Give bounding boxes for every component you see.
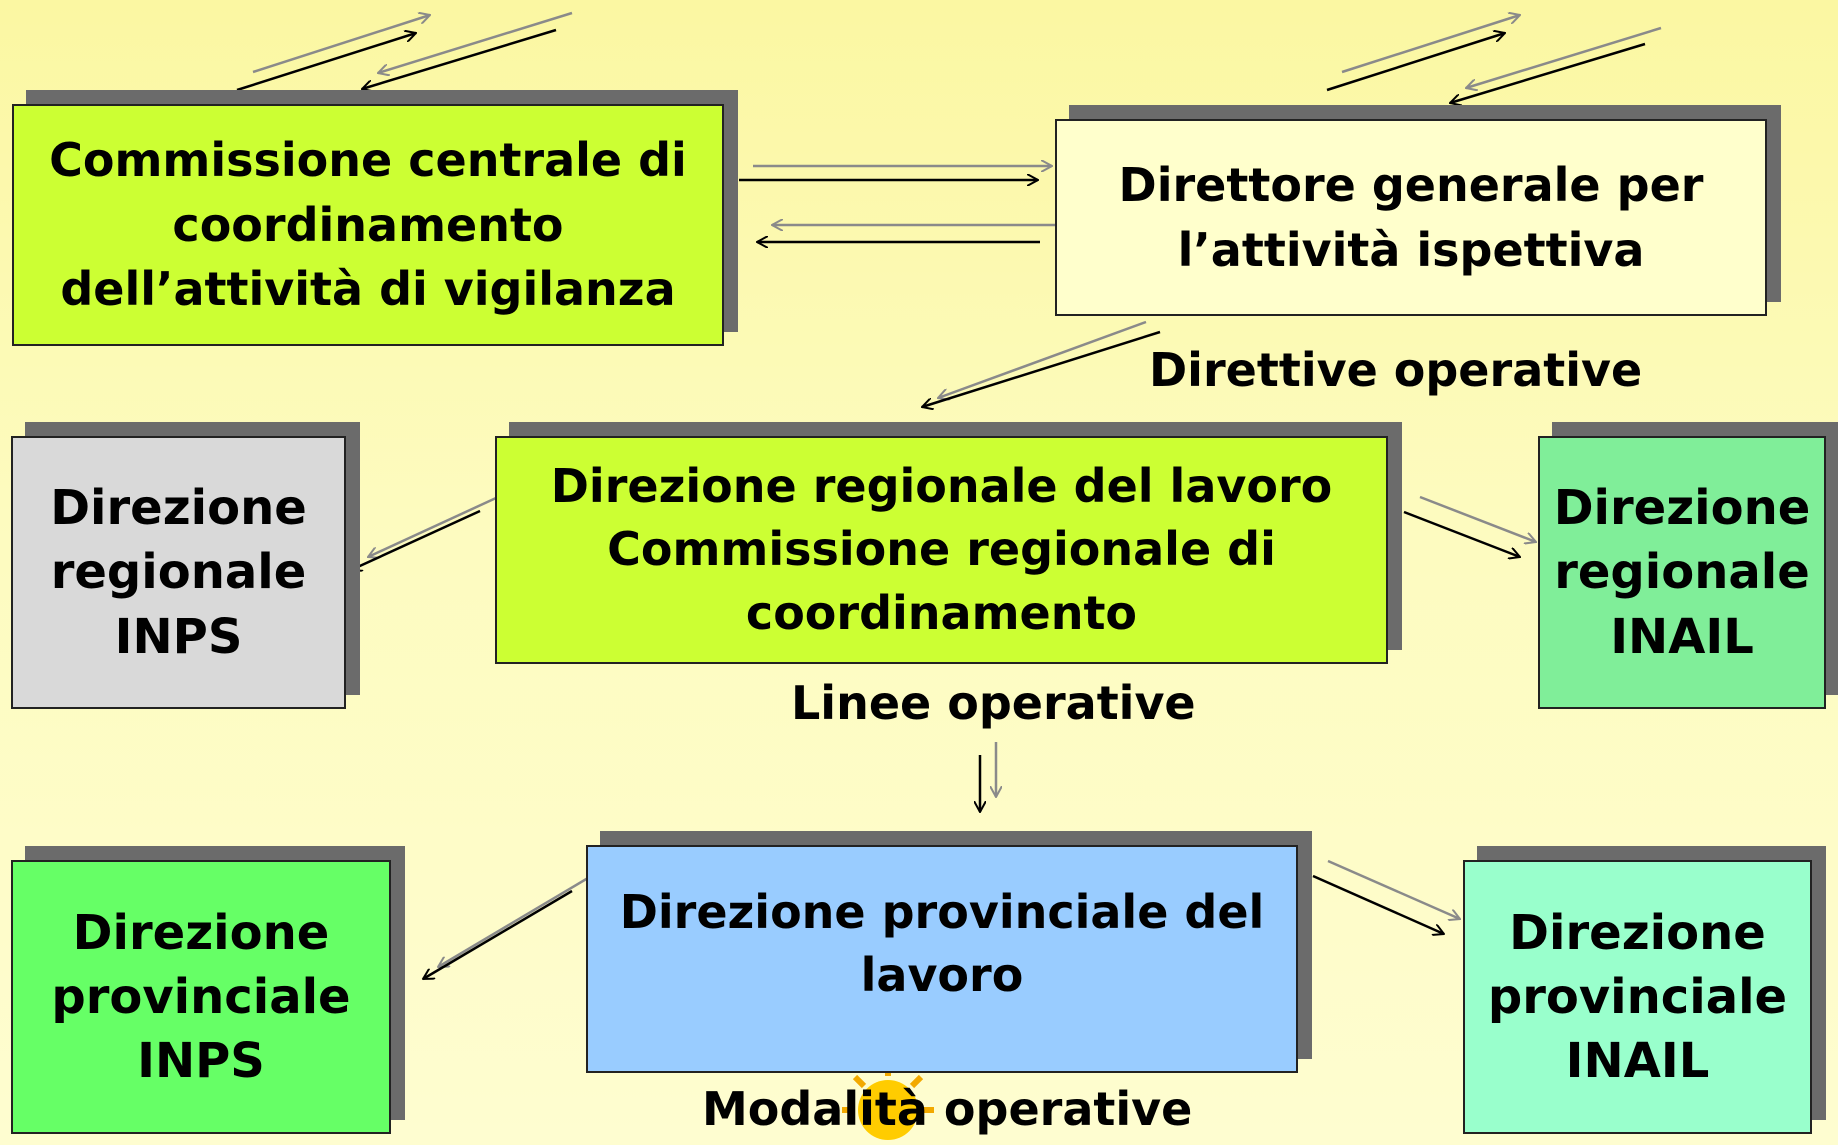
provincial-labour-text: Direzione provinciale del lavoro	[619, 884, 1265, 1002]
regional-labour-box: Direzione regionale del lavoro Commissio…	[495, 436, 1388, 664]
inps-provincial-text: Direzione provinciale INPS	[51, 904, 351, 1090]
director-general-box: Direttore generale per l’attività ispett…	[1055, 119, 1767, 316]
director-general-text: Direttore generale per l’attività ispett…	[1118, 158, 1704, 277]
director-regional-arrows	[922, 320, 1161, 407]
top-right-arrows	[1326, 15, 1662, 103]
regional-inail-arrows	[1403, 495, 1536, 557]
provincial-labour-box: Direzione provinciale del lavoro	[586, 845, 1298, 1073]
central-commission-text: Commissione centrale di coordinamento de…	[49, 133, 687, 317]
central-commission-box: Commissione centrale di coordinamento de…	[12, 104, 724, 346]
inps-provincial-box: Direzione provinciale INPS	[11, 860, 391, 1134]
regional-inps-arrows	[351, 496, 497, 570]
provincial-inps-arrows	[423, 876, 589, 981]
provincial-inail-arrows	[1312, 859, 1460, 934]
inps-regional-text: Direzione regionale INPS	[50, 480, 307, 665]
modalita-operative-label: Modalità operative	[702, 1082, 1193, 1136]
regional-labour-text: Direzione regionale del lavoro Commissio…	[550, 458, 1333, 640]
inail-provincial-text: Direzione provinciale INAIL	[1487, 904, 1788, 1090]
linee-operative-label: Linee operative	[791, 676, 1196, 730]
inail-regional-text: Direzione regionale INAIL	[1553, 480, 1811, 665]
regional-provincial-arrows	[980, 742, 996, 812]
central-director-arrows	[739, 166, 1055, 242]
inps-regional-box: Direzione regionale INPS	[11, 436, 346, 709]
inail-provincial-box: Direzione provinciale INAIL	[1463, 860, 1812, 1134]
direttive-operative-label: Direttive operative	[1149, 343, 1643, 397]
inail-regional-box: Direzione regionale INAIL	[1538, 436, 1826, 709]
top-left-arrows	[236, 13, 573, 90]
